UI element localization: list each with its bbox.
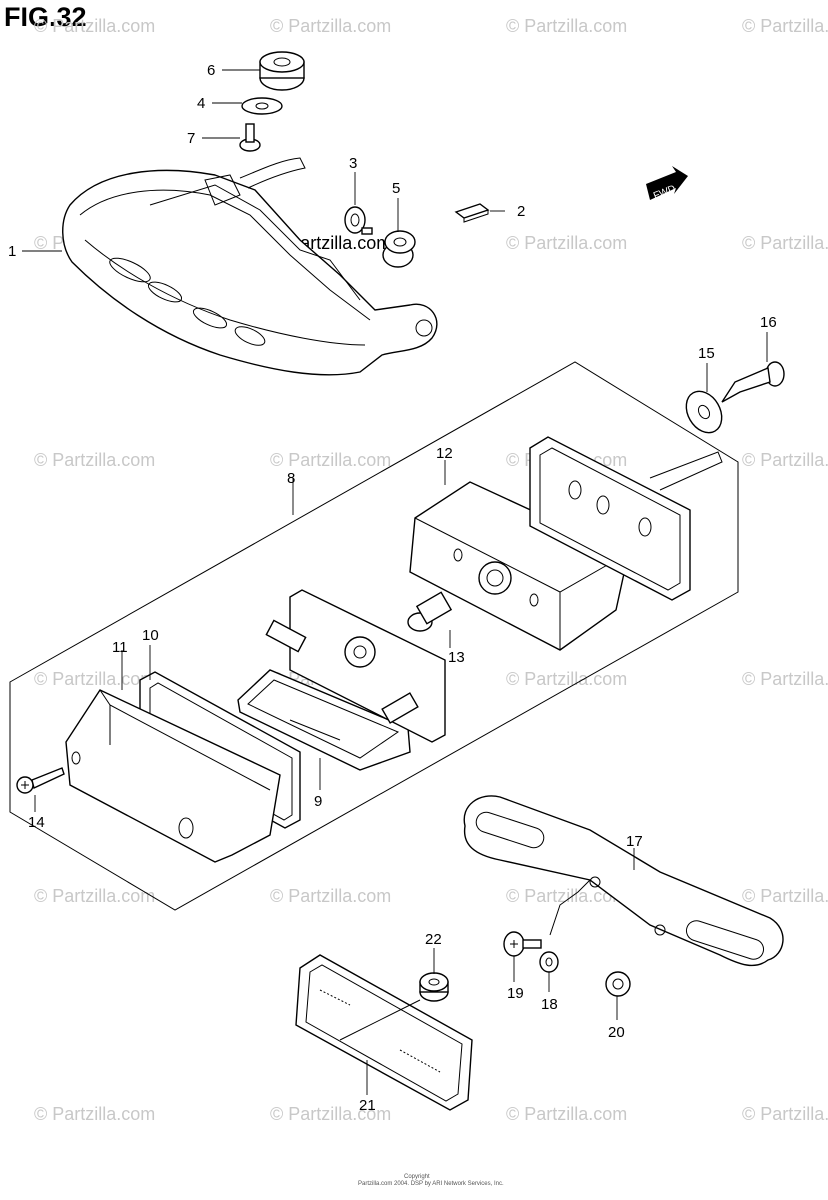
socket-plate	[265, 589, 446, 743]
part-11-outer-lens	[65, 689, 281, 863]
watermark: © Partzilla.com	[506, 233, 627, 253]
lamp-gasket	[529, 436, 723, 601]
forward-arrow-icon: FWD	[646, 166, 688, 202]
part-3-washer-stud	[344, 206, 373, 235]
figure-title: FIG.32	[4, 2, 87, 32]
watermark: © Partzilla.com	[34, 886, 155, 906]
watermark: © Partzilla.com	[506, 886, 627, 906]
watermark: © Partzilla.com	[34, 450, 155, 470]
watermark: © Partzilla.com	[270, 1104, 391, 1124]
watermark: © Partzilla.com	[270, 450, 391, 470]
watermark: © Partzilla.com	[270, 16, 391, 36]
part-9-lens-holder	[237, 669, 411, 771]
part-21-reflector	[295, 954, 473, 1111]
part-5-grommet	[382, 230, 416, 268]
part-20-nut	[605, 971, 631, 997]
callout-21: 21	[359, 1097, 376, 1114]
watermark: © Partzilla.com	[34, 1104, 155, 1124]
part-4-washer	[241, 97, 283, 115]
watermark: © Partzilla.com	[506, 16, 627, 36]
callout-8: 8	[287, 470, 295, 487]
part-2-pad	[454, 203, 490, 223]
callout-11: 11	[112, 639, 128, 656]
callout-14: 14	[28, 814, 45, 831]
callout-22: 22	[425, 931, 442, 948]
watermark: © Partzilla.com	[742, 450, 828, 470]
part-7-bolt	[239, 123, 261, 152]
callout-13: 13	[448, 649, 465, 666]
part-22-nut	[419, 972, 449, 1002]
watermark: © Partzilla.com	[270, 886, 391, 906]
leader-lines	[22, 69, 768, 1095]
part-14-screw	[16, 767, 65, 794]
watermark: © Partzilla.com	[506, 1104, 627, 1124]
callout-16: 16	[760, 314, 777, 331]
callout-9: 9	[314, 793, 322, 810]
part-12-lamp-housing	[409, 481, 629, 651]
callout-20: 20	[608, 1024, 625, 1041]
callout-7: 7	[187, 130, 195, 147]
watermark: © Partzilla.com	[742, 16, 828, 36]
watermark: © Partzilla.com	[742, 669, 828, 689]
callout-12: 12	[436, 445, 453, 462]
watermark: © Partzilla.com	[34, 16, 155, 36]
watermark: © Partzilla.com	[742, 1104, 828, 1124]
callout-19: 19	[507, 985, 524, 1002]
rear-fender-housing	[62, 157, 438, 376]
part-15-washer	[685, 390, 723, 434]
watermark: © Partzilla.com	[742, 886, 828, 906]
copyright-footer: Copyright Partzilla.com 2004. DSP by ARI…	[358, 1174, 504, 1187]
footer-line-1: Copyright	[404, 1174, 430, 1180]
footer-line-2: Partzilla.com 2004. DSP by ARI Network S…	[358, 1181, 504, 1187]
callout-18: 18	[541, 996, 558, 1013]
callout-6: 6	[207, 62, 215, 79]
part-18-nut	[539, 951, 559, 973]
callout-2: 2	[517, 203, 525, 220]
callout-15: 15	[698, 345, 715, 362]
callout-5: 5	[392, 180, 400, 197]
callout-4: 4	[197, 95, 205, 112]
callout-17: 17	[626, 833, 643, 850]
part-13-bulb	[407, 591, 453, 632]
callout-1: 1	[8, 243, 16, 260]
callout-10: 10	[142, 627, 159, 644]
callout-labels: 1 2 3 4 5 6 7 8 9 10 11 12 13 14 15 16 1…	[8, 62, 777, 1114]
callout-3: 3	[349, 155, 357, 172]
part-16-screw	[721, 361, 785, 403]
part-6-cushion	[259, 51, 305, 91]
watermark: © Partzilla.com	[34, 669, 155, 689]
watermark: © Partzilla.com	[506, 669, 627, 689]
part-19-bolt	[503, 931, 542, 957]
watermark: © Partzilla.com	[742, 233, 828, 253]
part-17-bracket	[463, 795, 784, 967]
assembly-frame	[9, 361, 739, 911]
